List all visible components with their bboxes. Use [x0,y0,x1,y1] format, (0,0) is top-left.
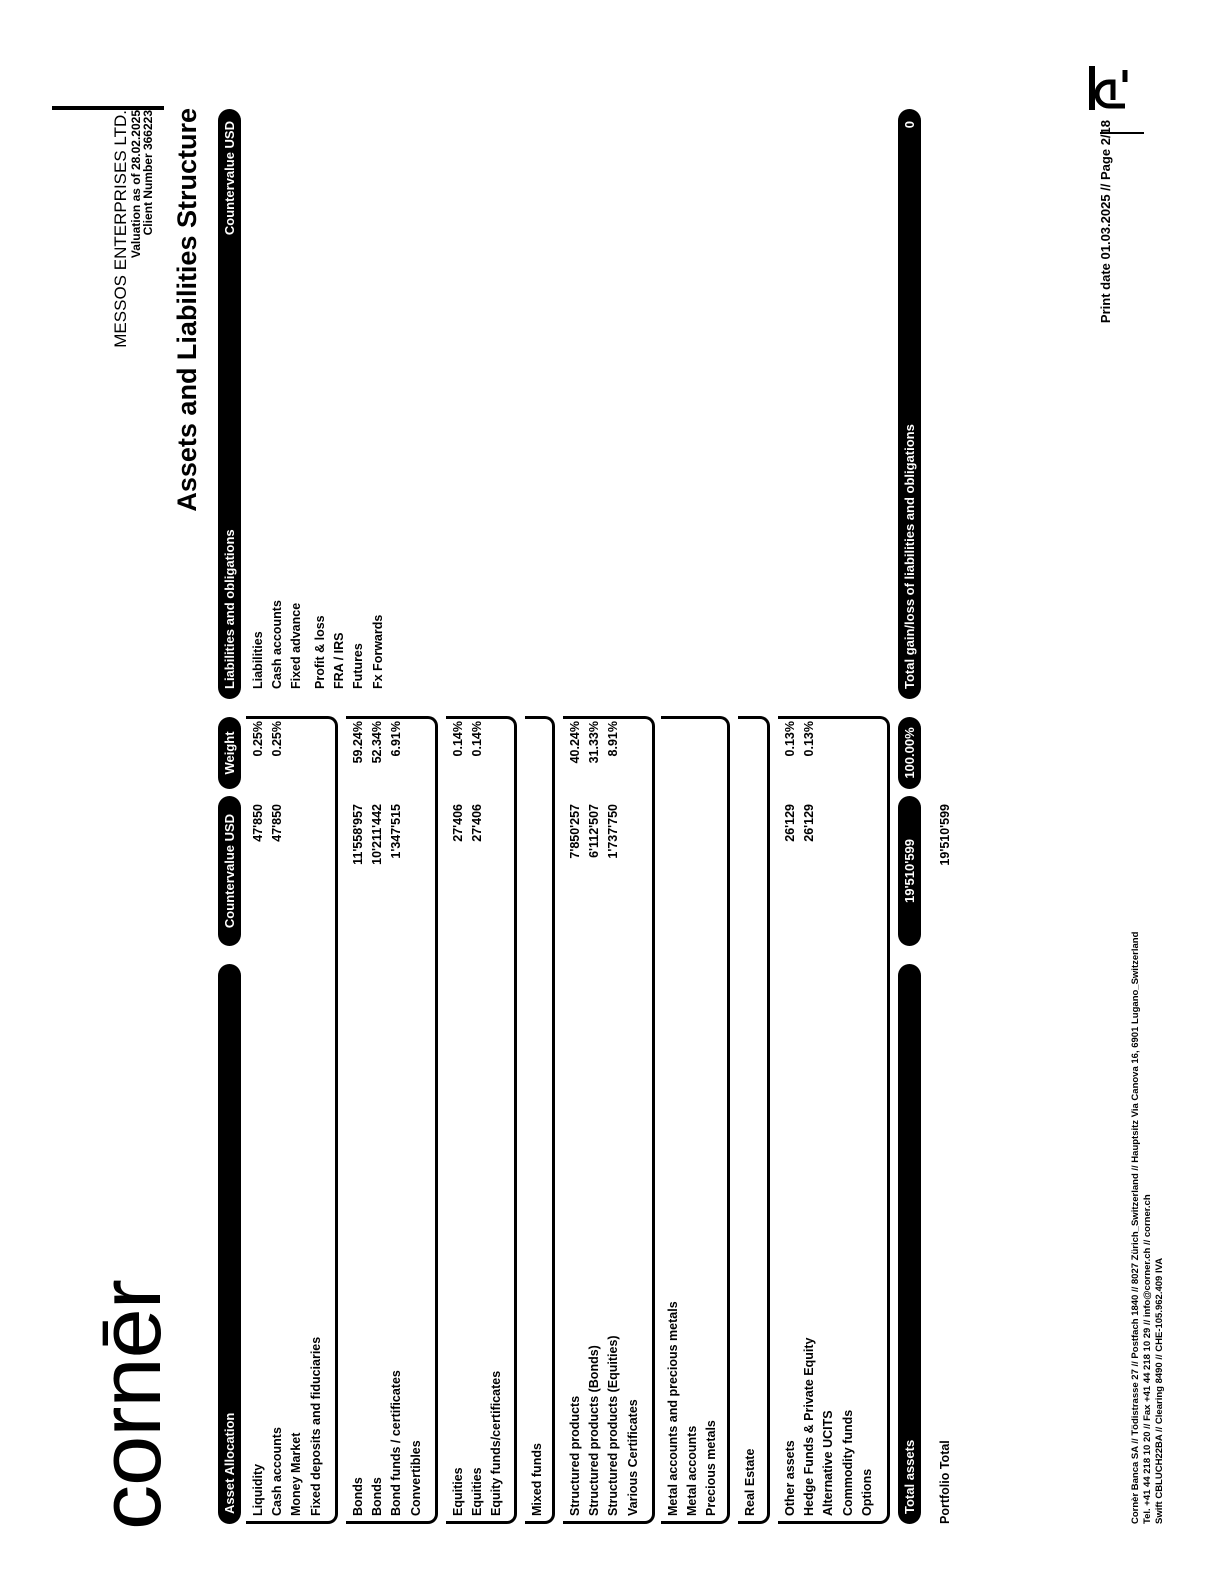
asset-row-value: 27'406 [470,804,485,842]
total-assets-value-pill: 19'510'599 [898,796,921,946]
asset-row-label: Metal accounts [685,1425,700,1516]
asset-row-weight: 6.91% [389,721,404,757]
liability-row-label: FRA / IRS [332,632,347,689]
asset-row-weight: 59.24% [351,721,365,764]
asset-section [525,716,555,1524]
asset-row-weight: 0.13% [802,721,817,757]
asset-row-label: Bonds [351,1477,365,1516]
liabilities-total-value: 0 [902,121,917,129]
total-assets-weight: 100.00% [902,727,917,779]
corner-mark-icon [1089,66,1128,110]
asset-row-label: Cash accounts [270,1427,285,1516]
asset-row-label: Structured products (Bonds) [587,1345,602,1516]
asset-row-weight: 31.33% [587,721,602,764]
asset-row-label: Other assets [783,1440,797,1516]
asset-value-header: Countervalue USD [218,796,241,946]
total-assets-row: Total assets [898,964,921,1524]
asset-row-value: 26'129 [783,804,797,842]
asset-row-value: 26'129 [802,804,817,842]
portfolio-total-label: Portfolio Total [938,1440,952,1524]
asset-value-header-label: Countervalue USD [222,813,237,929]
asset-row-value: 27'406 [451,804,465,842]
liability-row-label: Cash accounts [270,600,285,689]
asset-row-label: Alternative UCITS [821,1410,836,1516]
asset-row-label: Fixed deposits and fiduciaries [308,1336,323,1516]
client-number: Client Number 366223 [141,110,156,236]
asset-row-label: Various Certificates [625,1399,640,1516]
asset-allocation-label: Asset Allocation [222,1412,237,1514]
asset-row-label: Structured products [568,1395,582,1516]
liability-row-label: Futures [351,643,366,689]
asset-row-value: 47'850 [251,804,265,842]
asset-row-value: 11'558'957 [351,804,365,865]
asset-row-weight: 52.34% [370,721,385,764]
liabilities-total-row: Total gain/loss of liabilities and oblig… [898,109,921,699]
asset-row-label: Equities [451,1467,465,1516]
asset-section [738,716,770,1524]
footer-address: Cornèr Banca SA // Tödistrasse 27 // Pos… [1130,932,1166,1524]
asset-row-value: 1'737'750 [606,804,621,859]
client-info: MESSOS ENTERPRISES LTD. Valuation as of … [111,110,156,348]
logo-text: cornēr [83,1280,179,1530]
asset-row-label: Metal accounts and precious metals [666,1301,680,1516]
asset-row-weight: 0.14% [451,721,465,757]
asset-row-label: Bond funds / certificates [389,1370,404,1516]
asset-row-value: 7'850'257 [568,804,582,859]
footer-separator [1100,132,1144,134]
asset-row-label: Commodity funds [840,1409,855,1516]
asset-row-label: Hedge Funds & Private Equity [802,1337,817,1516]
footer-address-line-1: Cornèr Banca SA // Tödistrasse 27 // Pos… [1130,931,1141,1524]
asset-row-weight: 0.13% [783,721,797,757]
asset-row-value: 10'211'442 [370,804,385,865]
asset-row-weight: 0.25% [251,721,265,757]
asset-row-label: Money Market [289,1432,304,1516]
asset-row-label: Liquidity [251,1463,265,1516]
print-date-page: Print date 01.03.2025 // Page 2/18 [1098,120,1113,324]
asset-row-label: Options [859,1468,874,1516]
asset-row-value: 47'850 [270,804,285,842]
liabilities-value-header: Countervalue USD [222,121,237,236]
footer-address-line-2: Tel. +41 44 218 10 20 // Fax +41 44 218 … [1142,1194,1153,1524]
footer-address-line-3: Swift CBLUCH22BA // Clearing 8490 // CHE… [1154,1257,1165,1524]
total-assets-label: Total assets [902,1439,917,1514]
page-title: Assets and Liabilities Structure [172,108,202,512]
liability-row-label: Profit & loss [313,615,327,689]
asset-row-label: Mixed funds [530,1443,544,1516]
asset-row-value: 1'347'515 [389,804,404,859]
total-assets-value: 19'510'599 [902,838,917,904]
asset-row-weight: 8.91% [606,721,621,757]
asset-row-weight: 0.14% [470,721,485,757]
asset-weight-header: Weight [218,717,241,789]
asset-row-value: 6'112'507 [587,804,602,858]
asset-row-label: Convertibles [408,1440,423,1516]
asset-row-label: Equity funds/certificates [489,1370,504,1516]
company-name: MESSOS ENTERPRISES LTD. [111,110,130,348]
liabilities-total-label: Total gain/loss of liabilities and oblig… [902,424,917,689]
liabilities-header: Liabilities and obligations Countervalue… [218,109,241,699]
corner-logo-mark-icon [1084,60,1130,116]
asset-row-label: Real Estate [743,1448,757,1516]
portfolio-total-value: 19'510'599 [938,804,952,866]
asset-row-label: Equities [470,1467,485,1516]
asset-weight-header-label: Weight [222,731,237,775]
total-assets-weight-pill: 100.00% [898,717,921,789]
asset-row-weight: 0.25% [270,721,285,757]
asset-row-weight: 40.24% [568,721,582,764]
bank-logo: cornēr [83,1280,179,1530]
asset-row-label: Precious metals [704,1420,719,1516]
asset-row-label: Bonds [370,1477,385,1516]
liability-row-label: Liabilities [251,631,265,689]
asset-allocation-header: Asset Allocation [218,964,241,1524]
liability-row-label: Fx Forwards [370,614,385,689]
asset-row-label: Structured products (Equities) [606,1335,621,1516]
liabilities-header-label: Liabilities and obligations [222,529,237,689]
liability-row-label: Fixed advance [289,602,304,689]
